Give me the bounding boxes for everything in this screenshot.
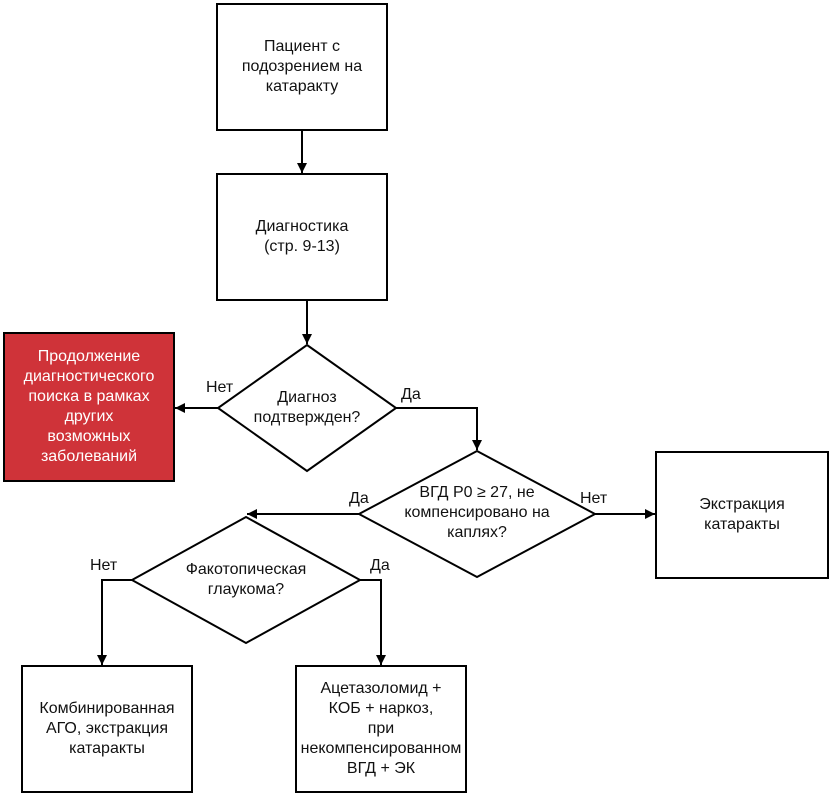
diagnostics-text: Диагностика (стр. 9-13) [255, 218, 349, 255]
label-yes-diagnosis: Да [401, 386, 421, 403]
label-yes-iop: Да [349, 490, 369, 507]
iop-text: ВГД P0 ≥ 27, не компенсировано на каплях… [404, 484, 550, 541]
phacotopic-decision [129, 515, 363, 645]
extraction-box [655, 451, 829, 579]
label-no-iop: Нет [580, 490, 608, 507]
continue-search-text: Продолжение диагностического поиска в ра… [23, 348, 155, 465]
diagnosis-confirmed-decision [216, 343, 398, 473]
edge-yes-to-iop [396, 407, 482, 450]
patient-box [216, 3, 388, 131]
label-no-phacotopic: Нет [90, 557, 118, 574]
extraction-text: Экстракция катаракты [699, 496, 785, 533]
acetazolamide-box [295, 665, 467, 793]
diagnostics-box [216, 173, 388, 301]
combined-text: Комбинированная АГО, экстракция катаракт… [39, 700, 175, 757]
combined-box [21, 665, 193, 793]
patient-text: Пациент с подозрением на катаракту [241, 38, 363, 95]
diagnosis-confirmed-text: Диагноз подтвержден? [253, 389, 361, 426]
phacotopic-text: Факотопическая глаукома? [185, 561, 307, 598]
iop-decision [356, 449, 598, 579]
edge-no-to-combined [97, 579, 132, 665]
label-yes-phacotopic: Да [370, 557, 390, 574]
edge-yes-to-acetazolamide [360, 579, 386, 665]
acetazolamide-text: Ацетазоломид + КОБ + наркоз, при некомпе… [300, 680, 462, 777]
continue-search-box [3, 332, 175, 482]
label-no-diagnosis: Нет [206, 379, 234, 396]
